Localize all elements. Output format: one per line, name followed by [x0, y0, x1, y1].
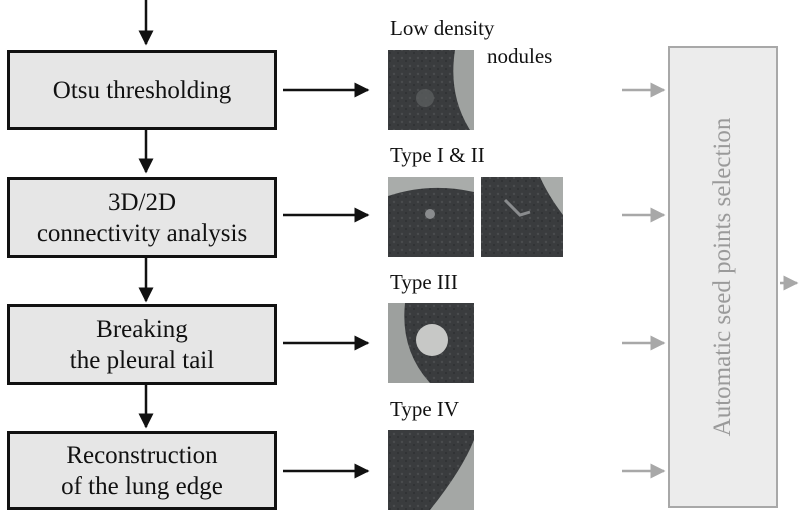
- step-2-label-line1: 3D/2D: [107, 188, 177, 216]
- seed-selection-box: Automatic seed points selection: [668, 46, 778, 508]
- step-breaking-pleural-tail: Breaking the pleural tail: [7, 304, 277, 385]
- caption-type-4: Type IV: [390, 397, 460, 421]
- step-4-label-line1: Reconstruction: [66, 441, 218, 469]
- caption-type-1-2: Type I & II: [390, 143, 485, 167]
- ct-thumbnail-low-density: [388, 50, 474, 130]
- step-reconstruction-lung-edge: Reconstruction of the lung edge: [7, 431, 277, 510]
- step-3-label-line1: Breaking: [96, 315, 188, 343]
- step-1-label: Otsu thresholding: [52, 76, 232, 104]
- ct-thumbnail-type-2: [481, 177, 563, 257]
- caption-nodules: nodules: [487, 44, 553, 68]
- caption-low-density: Low density: [390, 16, 495, 40]
- ct-thumbnail-type-4: [388, 430, 474, 510]
- seed-selection-label: Automatic seed points selection: [709, 117, 736, 437]
- step-3-label-line2: the pleural tail: [69, 346, 215, 374]
- step-otsu-thresholding: Otsu thresholding: [7, 50, 277, 130]
- step-4-label-line2: of the lung edge: [61, 472, 223, 500]
- caption-type-3: Type III: [390, 270, 458, 294]
- step-2-label-line2: connectivity analysis: [36, 219, 248, 247]
- ct-thumbnail-type-1: [388, 177, 474, 257]
- ct-thumbnail-type-3: [388, 303, 474, 383]
- step-connectivity-analysis: 3D/2D connectivity analysis: [7, 177, 277, 258]
